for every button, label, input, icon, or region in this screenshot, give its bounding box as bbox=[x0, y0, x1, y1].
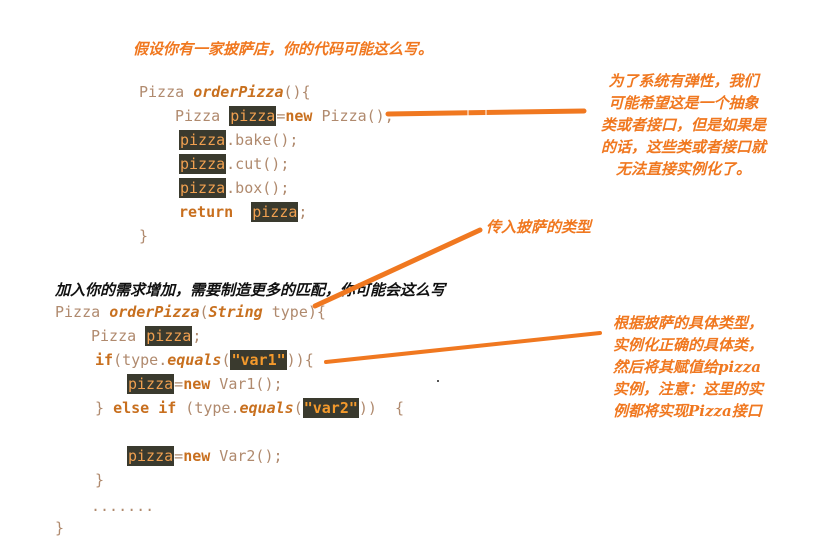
var-pizza: pizza bbox=[127, 446, 175, 466]
note-abstract: 为了系统有弹性，我们可能希望这是一个抽象类或者接口，但是如果是的话，这些类或者接… bbox=[581, 70, 786, 180]
snippet1-cut: pizza.cut(); bbox=[179, 152, 289, 176]
sig-open: ( bbox=[199, 303, 209, 321]
assign2-rest: Var2(); bbox=[210, 447, 283, 465]
assign1-rest: Var1(); bbox=[210, 375, 283, 393]
snippet2-signature: Pizza orderPizza(String type){ bbox=[55, 300, 326, 324]
note-line: 然后将其赋值给pizza bbox=[613, 358, 761, 376]
var-pizza: pizza bbox=[179, 154, 227, 174]
note-pass-type: 传入披萨的类型 bbox=[486, 218, 592, 236]
growth-note: 加入你的需求增加，需要制造更多的匹配，你可能会这么写 bbox=[55, 281, 446, 299]
var-pizza: pizza bbox=[127, 374, 175, 394]
var-pizza: pizza bbox=[145, 326, 193, 346]
decl-eq: = bbox=[276, 107, 286, 125]
kw-new: new bbox=[285, 107, 313, 125]
kw-return: return bbox=[179, 203, 234, 221]
elif-close: )) { bbox=[358, 399, 405, 417]
param-rest: type){ bbox=[262, 303, 326, 321]
snippet1-return: return pizza; bbox=[179, 200, 307, 224]
call-cut: .cut(); bbox=[226, 155, 290, 173]
var-pizza: pizza bbox=[229, 106, 277, 126]
sig-type: Pizza bbox=[55, 303, 101, 321]
snippet2-declaration: Pizza pizza; bbox=[91, 324, 201, 348]
method-name: orderPizza bbox=[109, 303, 200, 321]
note-line: 例都将实现Pizza接口 bbox=[613, 402, 762, 420]
snippet1-bake: pizza.bake(); bbox=[179, 128, 298, 152]
paren-open: ( bbox=[221, 351, 231, 369]
stray-dot bbox=[437, 380, 439, 382]
string-var1: "var1" bbox=[230, 350, 287, 370]
connector-pass-type bbox=[312, 227, 483, 309]
note-concrete: 根据披萨的具体类型， 实例化正确的具体类， 然后将其赋值给pizza 实例，注意：这里… bbox=[613, 312, 763, 422]
note-line: 类或者接口，但是如果是 bbox=[600, 116, 766, 134]
kw-new: new bbox=[183, 375, 211, 393]
note-line: 无法直接实例化了。 bbox=[615, 160, 751, 178]
decl-type: Pizza bbox=[175, 107, 221, 125]
note-line: 的话，这些类或者接口就 bbox=[600, 138, 766, 156]
call-box: .box(); bbox=[226, 179, 290, 197]
sig-parens: (){ bbox=[283, 83, 311, 101]
snippet1-signature: Pizza orderPizza(){ bbox=[139, 80, 311, 104]
close-brace: } bbox=[95, 399, 105, 417]
note-line: 实例，注意：这里的实 bbox=[613, 380, 764, 398]
snippet1-declaration: Pizza pizza=new Pizza(); bbox=[175, 104, 394, 128]
var-pizza: pizza bbox=[251, 202, 299, 222]
kw-if: if bbox=[95, 351, 114, 369]
kw-new: new bbox=[183, 447, 211, 465]
assign-eq: = bbox=[174, 375, 184, 393]
elif-open: (type. bbox=[176, 399, 240, 417]
connector-handle bbox=[467, 107, 487, 117]
equals-method: equals bbox=[239, 399, 294, 417]
snippet2-inner-close: } bbox=[95, 471, 105, 489]
if-open: (type. bbox=[113, 351, 168, 369]
equals-method: equals bbox=[167, 351, 222, 369]
snippet2-else-if: } else if (type.equals("var2")) { bbox=[95, 396, 404, 420]
snippet2-if: if(type.equals("var1")){ bbox=[95, 348, 314, 372]
note-line: 根据披萨的具体类型， bbox=[613, 314, 764, 332]
snippet2-final-close: } bbox=[55, 519, 65, 537]
var-pizza: pizza bbox=[179, 178, 227, 198]
snippet1-box: pizza.box(); bbox=[179, 176, 289, 200]
return-end: ; bbox=[298, 203, 308, 221]
snippet2-assign2: pizza=new Var2(); bbox=[127, 444, 283, 468]
note-line: 实例化正确的具体类， bbox=[613, 336, 764, 354]
decl-type: Pizza bbox=[91, 327, 137, 345]
sig-type: Pizza bbox=[139, 83, 185, 101]
snippet2-ellipsis: ....... bbox=[91, 497, 155, 515]
var-pizza: pizza bbox=[179, 130, 227, 150]
string-var2: "var2" bbox=[302, 398, 359, 418]
if-close: )){ bbox=[286, 351, 314, 369]
snippet2-assign1: pizza=new Var1(); bbox=[127, 372, 283, 396]
connector-concrete bbox=[324, 331, 602, 364]
decl-end: ; bbox=[192, 327, 202, 345]
paren-open: ( bbox=[293, 399, 303, 417]
call-bake: .bake(); bbox=[226, 131, 299, 149]
decl-rest: Pizza(); bbox=[312, 107, 394, 125]
note-line: 为了系统有弹性，我们 bbox=[608, 72, 759, 90]
kw-else-if: else if bbox=[113, 399, 177, 417]
note-line: 可能希望这是一个抽象 bbox=[608, 94, 759, 112]
intro-note: 假设你有一家披萨店，你的代码可能这么写。 bbox=[133, 40, 434, 58]
param-type: String bbox=[208, 303, 263, 321]
method-name: orderPizza bbox=[193, 83, 284, 101]
snippet1-close: } bbox=[139, 227, 149, 245]
assign-eq: = bbox=[174, 447, 184, 465]
